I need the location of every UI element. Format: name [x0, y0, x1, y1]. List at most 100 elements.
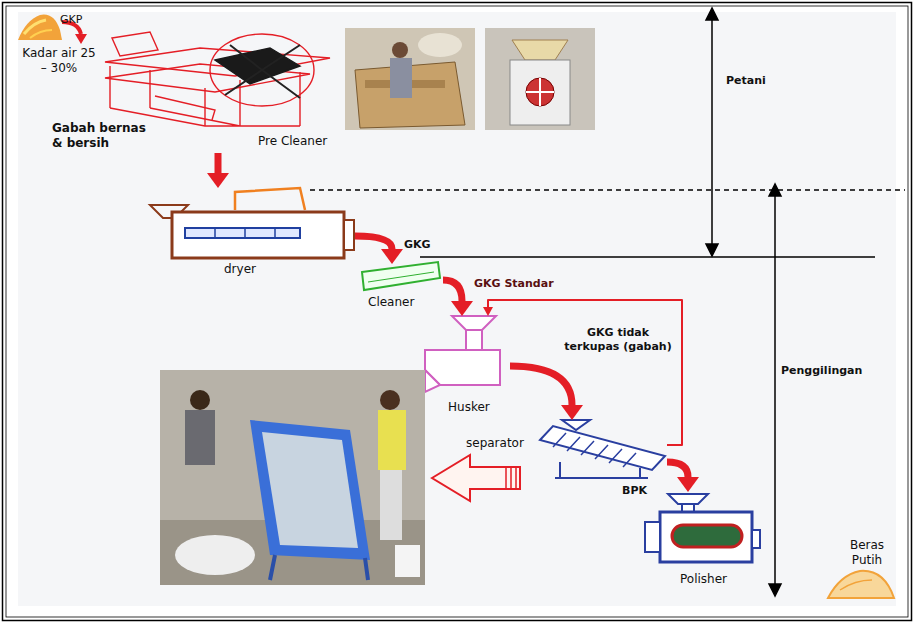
- cleaner-drawing: [362, 262, 440, 290]
- photo-sorter: [262, 432, 358, 548]
- machine-name: Pre Cleaner: [258, 134, 327, 149]
- grain-pile: [30, 30, 52, 38]
- label-holder: Kadar air 25 – 30%: [22, 46, 96, 76]
- machine-name: dryer: [224, 262, 256, 277]
- photo-sorter: [395, 545, 420, 577]
- stage-brackets: [310, 8, 905, 596]
- photo-winnower: [345, 28, 475, 130]
- pre-cleaner-drawing: [112, 32, 158, 56]
- cleaner-drawing: [362, 262, 440, 290]
- stage-brackets: [420, 256, 875, 258]
- stage-brackets: [706, 244, 718, 256]
- separator-drawing: [540, 420, 665, 478]
- flow-arrow: [443, 280, 462, 301]
- frame: [3, 3, 912, 621]
- photo-sorter: [185, 410, 215, 465]
- cleaner-machine: Cleaner: [358, 264, 443, 314]
- photo-winnower: [390, 58, 412, 98]
- flow-arrow: [443, 280, 473, 316]
- flow-label: GKG: [404, 238, 431, 252]
- flow-arrow: [207, 153, 229, 188]
- husker-drawing: [425, 350, 500, 385]
- return-line: [488, 300, 682, 445]
- polisher-drawing: [645, 494, 760, 562]
- label-holder: Petani: [726, 74, 766, 88]
- hollow-arrow: [432, 455, 520, 501]
- dryer-drawing: [172, 212, 344, 258]
- hollow-arrow: [432, 455, 520, 501]
- photo-machine: [512, 40, 568, 60]
- material-label: GKP: [60, 13, 82, 27]
- arrow-head: [207, 173, 229, 188]
- pre-cleaner-drawing: [155, 96, 215, 120]
- polisher-drawing: [668, 494, 708, 504]
- pre-cleaner-drawing: [210, 34, 314, 106]
- machine-name: Husker: [448, 400, 490, 415]
- flow-arrow: [510, 366, 572, 405]
- photo-machine: [526, 78, 554, 106]
- flow-label: GKG tidak terkupas (gabah): [560, 326, 676, 354]
- label-holder: Penggilingan: [781, 364, 862, 378]
- dryer-machine: dryer: [150, 188, 355, 283]
- rice-pile: [828, 571, 894, 598]
- stage-brackets: [769, 584, 781, 596]
- label-holder: Beras Putih: [838, 538, 896, 568]
- flow-arrow: [510, 366, 583, 420]
- husker-drawing: [466, 330, 482, 350]
- separator-drawing: [553, 433, 636, 467]
- flow-label: GKG Standar: [474, 277, 554, 291]
- frame: [18, 12, 896, 606]
- polisher-machine: Polisher: [640, 492, 765, 592]
- photo-sorter: [190, 390, 210, 410]
- polisher-drawing: [660, 512, 752, 562]
- arrow-head: [677, 477, 699, 492]
- arrow-head: [381, 249, 403, 264]
- husker-drawing: [425, 316, 500, 392]
- label-holder: BPK: [622, 484, 647, 498]
- flow-arrow: [355, 236, 392, 249]
- stage-brackets: [711, 16, 713, 248]
- photo-winnower: [418, 33, 462, 57]
- flow-arrow: [215, 153, 222, 173]
- photo-winnower: [345, 28, 475, 130]
- husker-drawing: [452, 316, 496, 330]
- moisture-note: Kadar air 25 – 30%: [22, 46, 96, 76]
- photo-machine: [526, 78, 554, 106]
- machine-name: Polisher: [680, 572, 727, 587]
- stage-brackets: [769, 184, 781, 196]
- photo-sorter: [380, 470, 402, 540]
- rice-pile: [840, 580, 872, 590]
- photo-sorter: [250, 420, 370, 560]
- flow-arrow: [667, 462, 699, 492]
- hollow-arrow: [506, 467, 516, 489]
- label-holder: Gabah bernas & bersih: [52, 121, 160, 151]
- polisher-drawing: [752, 530, 760, 548]
- pre-cleaner-drawing: [225, 45, 300, 98]
- product-label: Beras Putih: [838, 538, 896, 568]
- label-holder: GKP: [60, 13, 82, 27]
- polisher-drawing: [645, 522, 660, 552]
- photo-machine: [485, 28, 595, 130]
- stage-brackets: [774, 192, 776, 588]
- photo-sorter: [160, 370, 425, 585]
- arrow-head: [561, 405, 583, 420]
- separator-drawing: [555, 462, 648, 478]
- stage-brackets: [706, 8, 718, 20]
- label-holder: GKG Standar: [474, 277, 554, 291]
- photo-sorter: [380, 390, 400, 410]
- dryer-drawing: [150, 188, 354, 258]
- dryer-drawing: [215, 228, 275, 238]
- grain-pile: [18, 15, 62, 40]
- stage-brackets: [310, 189, 905, 191]
- separator-machine: separator: [462, 420, 667, 482]
- photo-sorter: [160, 370, 425, 585]
- photo-machine: [485, 28, 595, 130]
- grain-pile: [18, 15, 62, 40]
- input-arrow: [75, 34, 87, 44]
- pre-cleaner-drawing: [105, 32, 330, 126]
